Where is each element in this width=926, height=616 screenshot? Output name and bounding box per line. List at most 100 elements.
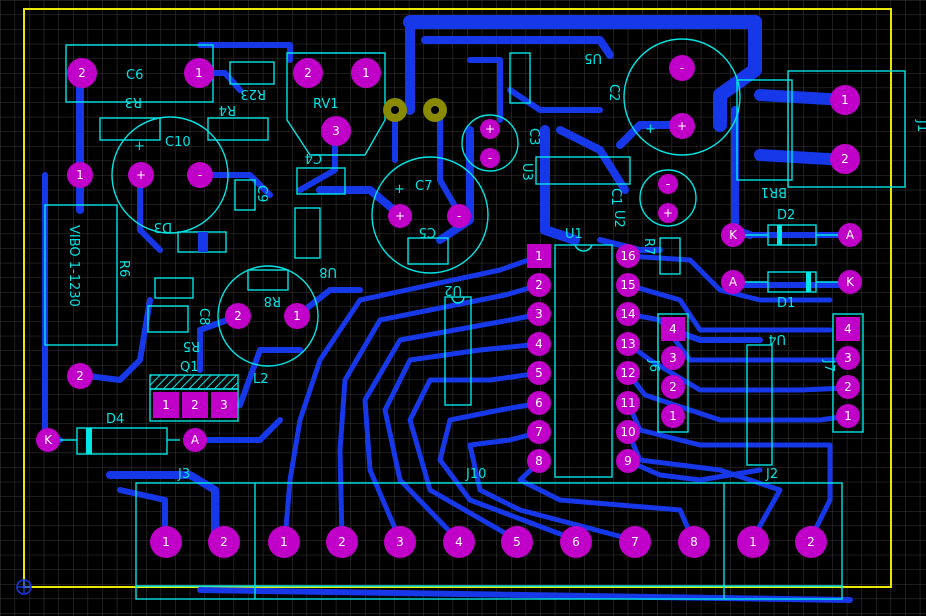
component-c3[interactable]: + - C3 [461,114,541,172]
r6-pin-1[interactable] [67,162,93,188]
c10-ref: C10 [165,135,191,150]
component-c7[interactable]: + - C7 + [371,156,489,274]
c4-ref: C4 [305,150,322,165]
component-j6[interactable]: 4 3 2 1 J6 [646,313,689,433]
r7-ref: R7 [641,238,656,255]
u2-pin-15: 15 [620,278,635,292]
l2-ref: L2 [253,372,269,387]
component-u6[interactable]: U2 [444,282,472,406]
component-j1[interactable]: 1 2 J1 [787,70,926,188]
r6-ref: R6 [116,260,131,277]
u5-ref: U5 [584,50,602,65]
u-ref-under-c7: U2 [444,282,462,297]
j10-pin-1: 1 [280,535,288,549]
j10-pin-6: 6 [572,535,580,549]
component-c5[interactable]: C5 [407,224,449,265]
j3-pin-2: 2 [220,535,228,549]
u2-pin-6: 6 [535,396,543,410]
c5-ref: C5 [419,224,436,239]
u2-pin-2: 2 [535,278,543,292]
component-c6[interactable]: 2 1 C6 [65,44,214,103]
c10-polarity: + [134,139,145,154]
c2-ref: C2 [606,84,621,101]
d4-anode: A [191,433,200,447]
u2-ref: U2 [611,210,626,228]
component-br1[interactable]: BR1 [736,79,793,199]
r3-footprint[interactable] [99,117,161,141]
u2-pin-12: 12 [620,366,635,380]
component-j3[interactable]: 1 2 [150,526,240,558]
l2-pin-1: 1 [293,309,301,323]
component-q1[interactable]: 1 2 3 Q1 [149,360,239,422]
component-r5[interactable]: R5 [154,277,200,353]
c10-minus: - [198,168,202,182]
q1-pin-3: 3 [220,398,228,412]
d1-ref: D1 [777,296,795,311]
component-j7[interactable]: 4 3 2 1 J7 [821,313,864,433]
d1-cathode: K [846,275,855,289]
c6-pin-1: 1 [195,66,203,80]
j10-pin-2: 2 [338,535,346,549]
j10-pin-3: 3 [396,535,404,549]
component-c8[interactable]: C8 [147,305,211,333]
u2-pin-4: 4 [535,337,543,351]
c7-minus: - [457,209,461,223]
board-outline [23,8,892,588]
c3-minus: - [488,151,492,165]
u8-ref: U8 [319,264,337,279]
component-u8[interactable]: U8 [294,207,337,279]
j6-pin-3: 3 [669,351,677,365]
c7-ref: C7 [415,179,432,194]
u2-pin-16: 16 [620,249,635,263]
j6-ref: J6 [646,359,661,372]
r8-ref: R8 [264,293,281,308]
component-u3[interactable]: U3 [519,156,631,185]
component-c1[interactable]: - + C1 [608,169,697,227]
r5-ref: R5 [183,338,200,353]
c3-ref: C3 [526,128,541,145]
j10-pin-4: 4 [455,535,463,549]
j2-pin-2: 2 [807,535,815,549]
component-j2[interactable]: 1 2 [737,526,827,558]
component-c9[interactable]: C9 [234,179,269,211]
j2-pin-1: 1 [749,535,757,549]
component-d1[interactable]: A K D1 [721,270,862,311]
component-u5[interactable]: U5 [509,50,602,104]
component-d3[interactable]: D3 [154,219,227,253]
c6-pin-2: 2 [78,66,86,80]
d1-anode: A [729,275,738,289]
component-l2[interactable]: 2 1 L2 [217,265,319,387]
c7-plus: + [395,209,405,223]
j2-ref: J2 [765,467,778,482]
u2-pin-11: 11 [620,396,635,410]
r4-footprint[interactable] [207,117,269,141]
j3-pin-1: 1 [162,535,170,549]
component-d2[interactable]: K A D2 [721,208,862,247]
j7-pin-1: 1 [844,409,852,423]
component-c4[interactable]: C4 [296,150,346,195]
c2-minus: - [680,61,684,75]
component-c10[interactable]: + - C10 + [111,116,229,234]
d3-ref: D3 [154,219,172,234]
component-r23[interactable]: R23 [229,61,275,101]
j1-ref: J1 [914,119,926,132]
j10-pin-5: 5 [513,535,521,549]
component-r7[interactable]: R7 [641,237,681,275]
u2-pin-7: 7 [535,425,543,439]
j1-pin-2: 2 [841,152,849,166]
component-r6[interactable]: VIBO 1-1230 R6 2 [44,204,131,389]
component-u2[interactable]: U1 U2 1 2 3 4 5 6 7 8 16 15 14 13 12 11 … [527,210,640,478]
u2-pin-10: 10 [620,425,635,439]
d4-cathode: K [44,433,53,447]
component-u4[interactable]: U4 [746,331,786,466]
c1-ref: C1 [608,188,623,205]
component-c2[interactable]: - + + C2 [606,38,741,156]
c6-ref: C6 [126,68,143,83]
component-r8[interactable]: R8 [247,269,289,308]
j7-pin-4: 4 [844,322,852,336]
component-d4[interactable]: K A D4 [36,412,207,455]
component-j10[interactable]: 1 2 3 4 5 6 7 8 [268,526,710,558]
component-rv1[interactable]: 2 1 3 RV1 [286,52,386,156]
